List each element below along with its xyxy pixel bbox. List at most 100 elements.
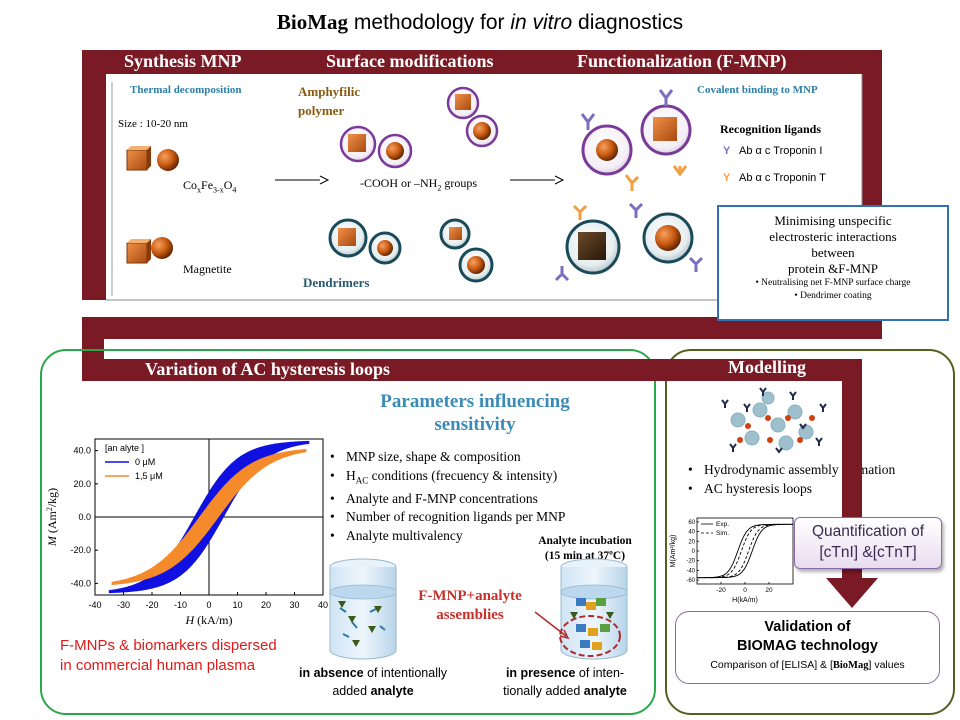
x-tick-label: -30 <box>117 600 130 610</box>
absence-bold: in absence <box>298 666 364 680</box>
sim-series-0 <box>697 523 793 579</box>
validation-line2: BIOMAG technology <box>737 638 878 654</box>
parameter-text: Number of recognition ligands per MNP <box>346 509 566 525</box>
formula-4: 4 <box>232 185 237 195</box>
sim-x-axis-label: H(kA/m) <box>732 597 758 604</box>
amphyfilic-label: Amphyfilic polymer <box>298 82 360 120</box>
y-tick-label: -20.0 <box>70 545 91 555</box>
absence-added: added <box>332 684 371 698</box>
size-label: Size : 10-20 nm <box>118 118 188 130</box>
covalent-binding-label: Covalent binding to MNP <box>697 84 818 96</box>
parameter-text: Analyte multivalency <box>346 527 463 543</box>
y-axis-label-italic: M <box>45 535 59 547</box>
quantification-text: Quantification of [cTnI] &[cTnT] <box>794 521 942 563</box>
sim-y-tick-label: -40 <box>686 568 695 574</box>
parameters-title-line1: Parameters influencing <box>380 391 570 412</box>
modelling-right-bar <box>842 381 862 453</box>
sim-legend-label: Sim. <box>716 530 729 537</box>
title-text-prefix: methodology for <box>348 11 511 34</box>
sim-y-tick-label: -20 <box>686 559 695 565</box>
y-tick-label: 20.0 <box>73 479 91 489</box>
frame-left-bar <box>82 74 106 300</box>
x-axis-label-rest: (kA/m) <box>194 613 232 627</box>
ligand-legend-1: Y Ab α c Troponin I <box>723 145 822 157</box>
modelling-panel <box>665 349 955 715</box>
dispersed-label: F-MNPs & biomarkers dispersed in commerc… <box>60 636 277 676</box>
comparison-brand: BioMag <box>832 660 869 671</box>
top-illustrations <box>106 74 863 301</box>
parameter-item: •Analyte multivalency <box>330 527 463 543</box>
presence-line2: tionally added analyte <box>486 682 644 700</box>
variation-header-band-front <box>82 359 662 381</box>
minimising-line-2: electrosteric interactions <box>769 229 897 244</box>
absence-line1: in absence of intentionally <box>298 664 448 682</box>
minimising-line-4: protein &F-MNP <box>788 261 878 276</box>
parameter-text: Analyte and F-MNP concentrations <box>346 490 538 506</box>
amphyfilic-line1: Amphyfilic <box>298 84 361 99</box>
y-tick-label: 40.0 <box>73 446 91 456</box>
parameter-text-pre: H <box>346 467 356 483</box>
modelling-header-front: Modelling <box>728 357 807 377</box>
validation-line1: Validation of <box>764 619 851 635</box>
validation-box <box>675 611 940 684</box>
presence-added: tionally added <box>503 684 584 698</box>
absence-line2: added analyte <box>298 682 448 700</box>
y-axis-label: M (Am2/kg) <box>45 488 59 547</box>
sim-x-tick-label: 0 <box>743 587 747 594</box>
comparison-line: Comparison of [ELISA] & [BioMag] values <box>675 656 940 675</box>
sim-legend-label: Exp. <box>716 521 729 528</box>
y-tick-label: 0.0 <box>78 512 91 522</box>
parameter-text-sub: AC <box>355 475 369 486</box>
x-tick-label: -20 <box>145 600 158 610</box>
parameter-item: •Number of recognition ligands per MNP <box>330 509 566 525</box>
ligand-legend-2: Y Ab α c Troponin T <box>723 172 826 184</box>
brand-name: BioMag <box>276 10 349 34</box>
frame-right-bar <box>862 74 882 207</box>
quantification-box <box>794 517 942 569</box>
ligand-2-label: Ab α c Troponin T <box>739 172 826 184</box>
sim-plot-area <box>696 517 794 585</box>
antibody-icon-purple: Y <box>723 145 731 157</box>
title-text-italic: in vitro <box>510 11 573 34</box>
presence-label: in presence of inten- tionally added ana… <box>486 664 644 700</box>
modelling-item-text: AC hysteresis loops <box>704 480 812 496</box>
modelling-item: •AC hysteresis loops <box>688 480 812 496</box>
antibody-icon-orange: Y <box>723 172 731 184</box>
sim-series-1 <box>697 523 793 579</box>
groups-label: -COOH or –NH2 groups <box>360 176 477 192</box>
functionalization-header: Functionalization (F-MNP) <box>577 51 787 71</box>
parameter-item: •MNP size, shape & composition <box>330 449 521 464</box>
groups-sub: 2 <box>437 183 442 193</box>
formula-fe: Fe <box>201 178 214 192</box>
amphyfilic-line2: polymer <box>298 103 345 118</box>
modelling-header-band-front <box>662 359 862 381</box>
assembly-illustration <box>721 387 827 454</box>
parameter-item: •Analyte and F-MNP concentrations <box>330 490 538 506</box>
groups-text-a: -COOH or –NH <box>360 176 438 190</box>
sim-y-tick-label: 60 <box>688 520 695 526</box>
synthesis-header: Synthesis MNP <box>124 51 242 71</box>
legend-label: 1,5 μM <box>135 471 163 481</box>
presence-rest: of inten- <box>575 666 625 680</box>
dispersed-line2: in commercial human plasma <box>60 657 256 674</box>
parameter-item: •HAC conditions (frecuency & intensity) <box>330 467 558 486</box>
middle-band <box>82 317 882 339</box>
assemblies-line2: assemblies <box>436 607 504 623</box>
parameters-title-line2: sensitivity <box>434 414 516 435</box>
incubation-line1: Analyte incubation <box>538 535 632 547</box>
parameters-list: •MNP size, shape & composition •HAC cond… <box>328 448 565 545</box>
vials-illustration <box>329 558 628 660</box>
parameter-text: conditions (frecuency & intensity) <box>368 467 558 483</box>
legend-title: [an alyte ] <box>105 443 144 453</box>
sim-y-tick-label: 0 <box>692 549 696 555</box>
ligand-1-label: Ab α c Troponin I <box>739 145 823 157</box>
groups-text-b: groups <box>441 176 477 190</box>
parameter-text: MNP size, shape & composition <box>346 449 521 464</box>
x-tick-label: 30 <box>289 600 299 610</box>
sim-x-tick-label: -20 <box>716 587 726 594</box>
y-axis-label-end: /kg) <box>45 488 59 507</box>
comparison-post: ] values <box>868 659 905 671</box>
minimising-bullet-2: • Dendrimer coating <box>794 291 872 301</box>
y-axis-label-sup: 2 <box>45 507 54 511</box>
